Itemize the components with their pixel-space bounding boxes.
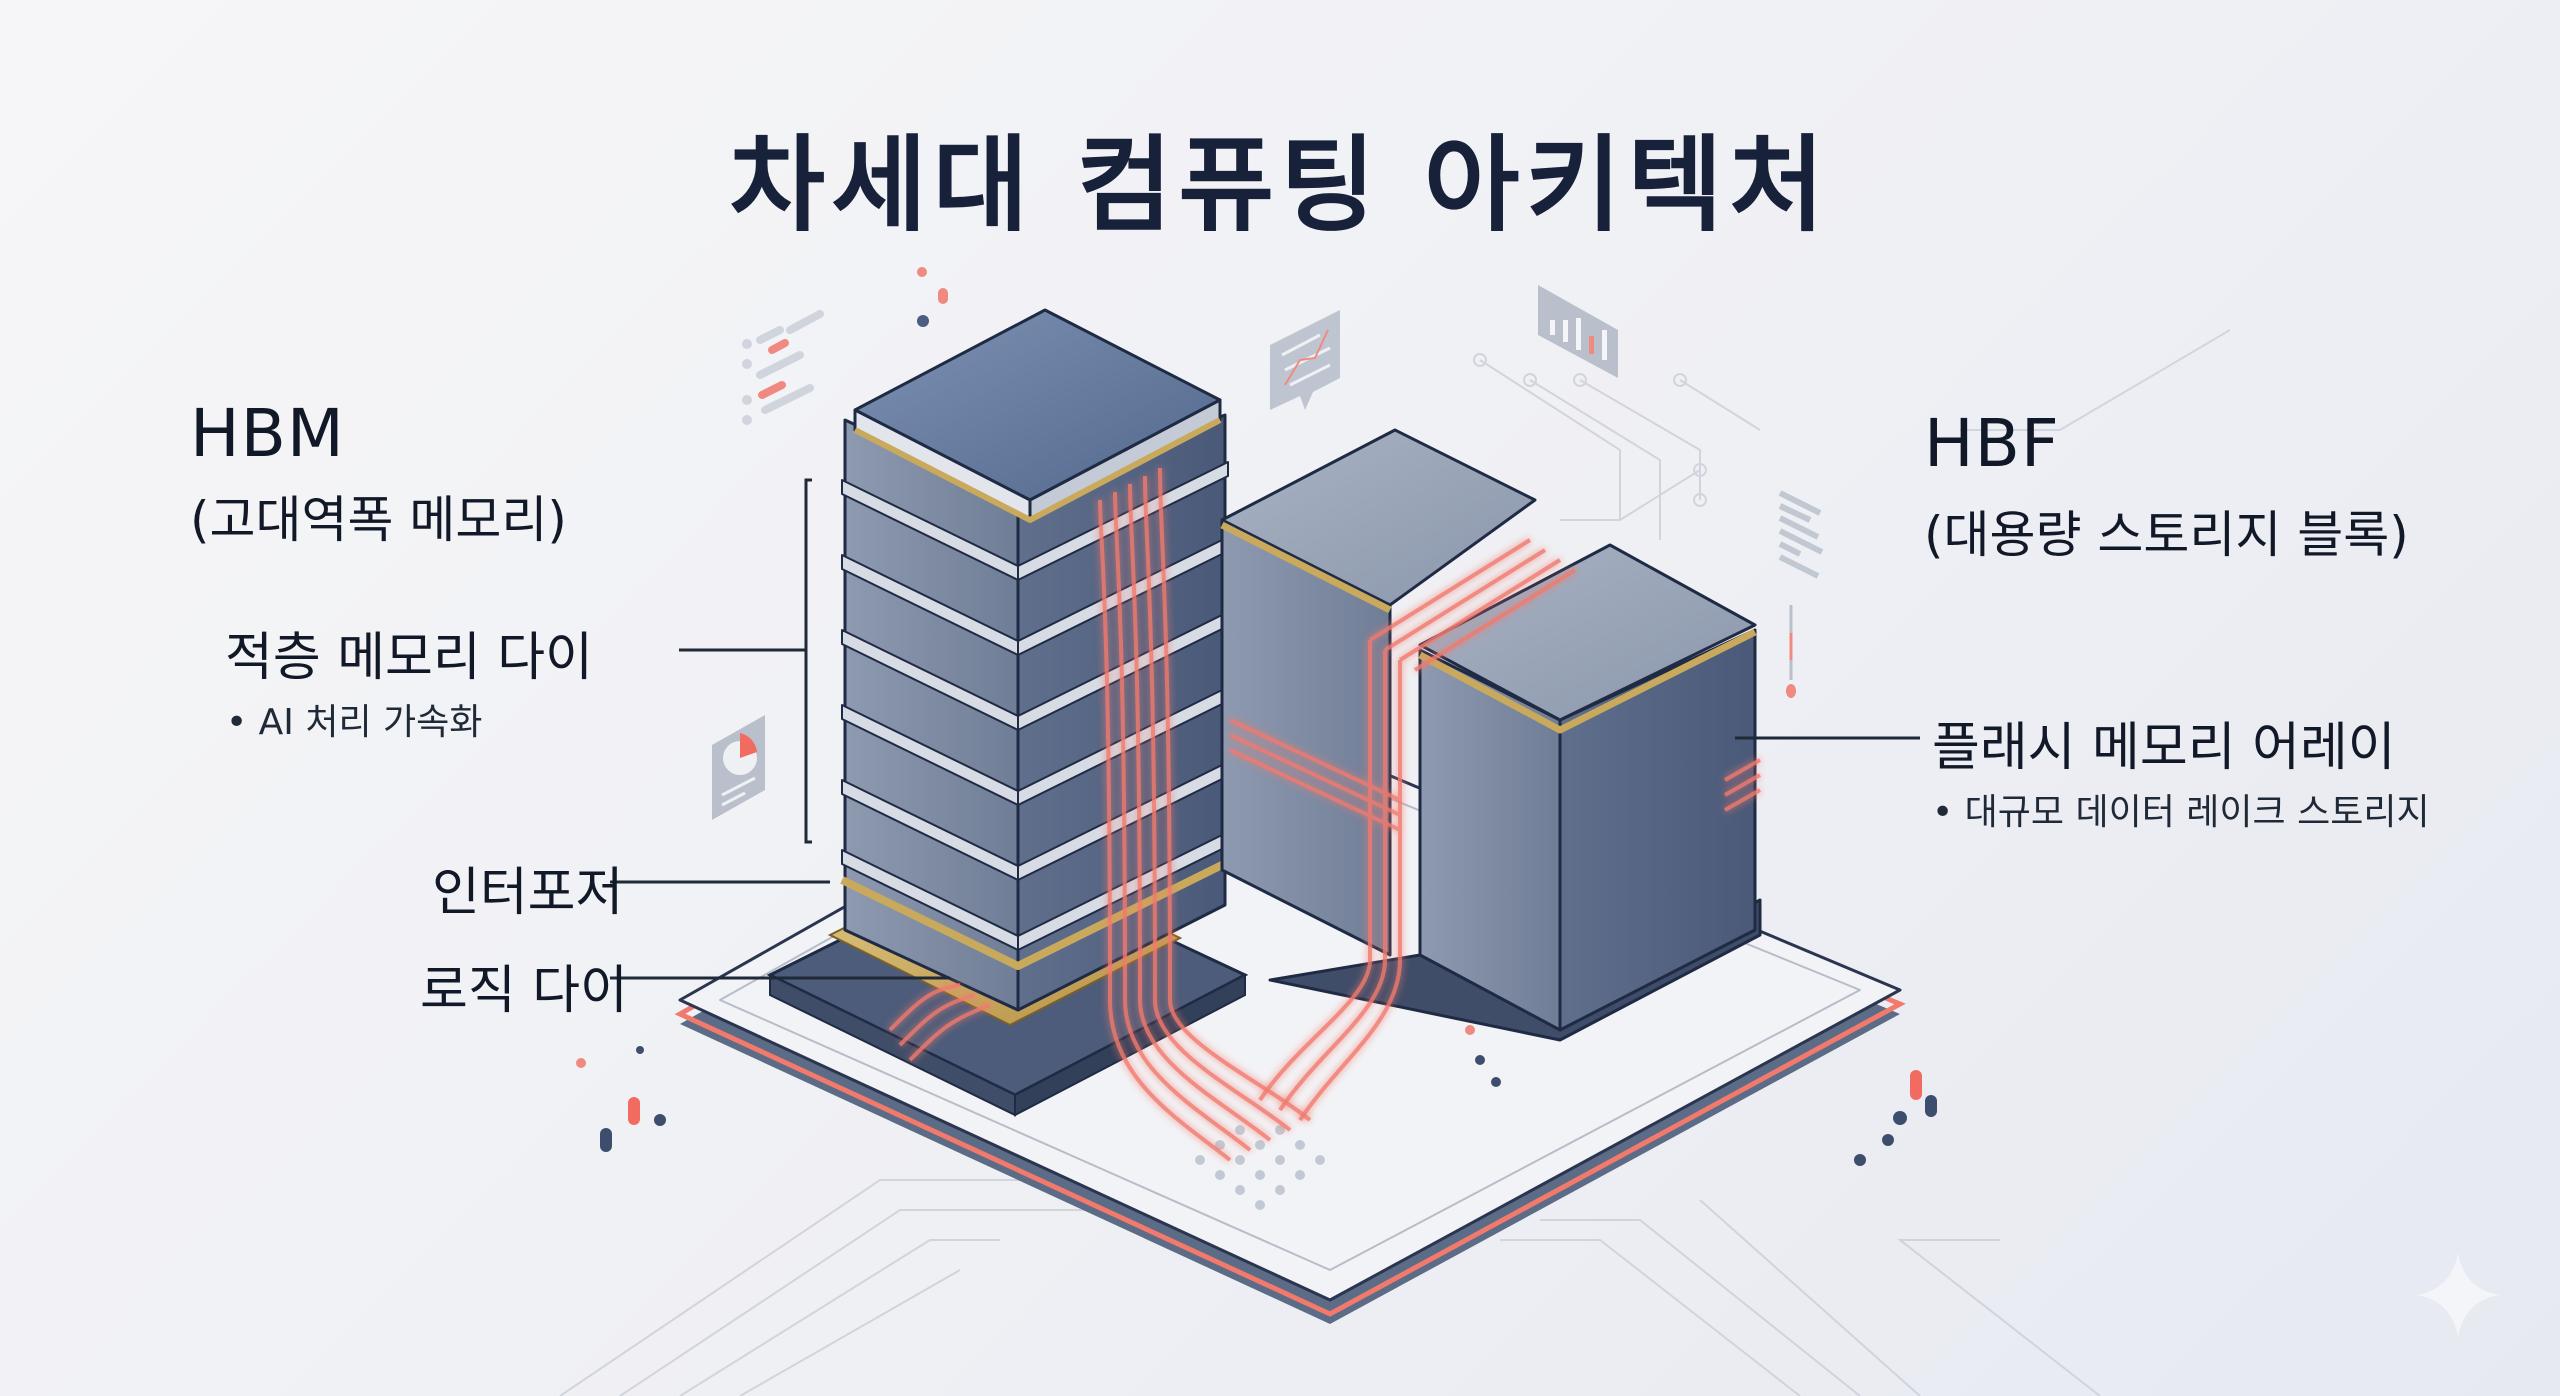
hbf-signal-lines <box>1229 538 1761 1122</box>
stacked-die-bullet: • AI 처리 가속화 <box>226 702 483 743</box>
document-lines-icon <box>742 310 824 425</box>
hbf-block-back <box>1220 428 1537 957</box>
interposer-label: 인터포저 <box>432 863 624 923</box>
tsv-signal-lines <box>888 467 1312 1162</box>
status-dots <box>917 267 948 327</box>
list-lines-icon <box>1778 490 1824 579</box>
logic-die-label: 로직 다이 <box>420 961 628 1021</box>
chat-chart-icon <box>1270 310 1340 410</box>
stacked-die-label: 적층 메모리 다이 <box>225 628 593 688</box>
hbm-heading: HBM <box>190 395 345 472</box>
hbf-block-front <box>1268 543 1762 1042</box>
bar-chart-icon <box>1538 285 1618 378</box>
circuit-traces <box>559 329 2231 1396</box>
scattered-components <box>576 1025 1937 1166</box>
hbf-subtitle: (대용량 스토리지 블록) <box>1924 506 2409 564</box>
pie-report-icon <box>712 715 765 820</box>
thermometer-icon <box>1786 605 1796 698</box>
sparkle-icon <box>2416 1253 2500 1337</box>
callout-lines <box>610 478 1920 980</box>
page-title: 차세대 컴퓨팅 아키텍처 <box>729 124 1831 246</box>
hbm-stack <box>840 308 1230 1012</box>
hbf-heading: HBF <box>1924 405 2060 482</box>
flash-array-label: 플래시 메모리 어레이 <box>1932 718 2396 778</box>
flash-array-bullet: • 대규모 데이터 레이크 스토리지 <box>1932 792 2430 833</box>
hbm-subtitle: (고대역폭 메모리) <box>190 491 567 549</box>
